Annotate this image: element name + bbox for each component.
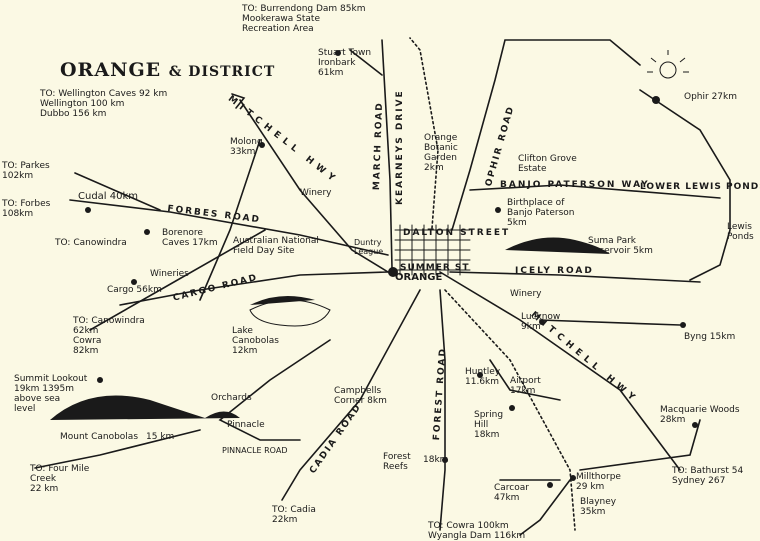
cowra-road	[519, 479, 571, 536]
label-mount-canobolas: Mount Canobolas	[60, 432, 139, 442]
label-cudal: Cudal 40km	[78, 191, 139, 202]
town-grid	[394, 224, 471, 276]
label-pinnacle-road: PINNACLE ROAD	[222, 446, 288, 455]
place-dots	[85, 50, 698, 488]
parkes-road	[74, 172, 161, 211]
suma-park-hills	[505, 237, 610, 254]
road-label-banjo-paterson: BANJO PATERSON WAY	[500, 180, 650, 190]
mitchell-hwy-nw-arrow	[231, 93, 246, 109]
label-ophir: Ophir 27km	[684, 92, 737, 102]
icely-road	[449, 271, 701, 283]
label-byng: Byng 15km	[684, 332, 736, 342]
ophir-sun	[647, 50, 689, 79]
road-label-dalton: DALTON STREET	[403, 228, 511, 238]
forbes-road	[69, 199, 389, 256]
molong-road	[199, 139, 261, 301]
mitchell-hwy-nw	[239, 99, 389, 273]
label-pinnacle: Pinnacle	[227, 420, 265, 430]
mount-canobolas-shape	[50, 395, 240, 420]
cargo-branch	[89, 229, 266, 331]
road-label-icely: ICELY ROAD	[515, 266, 594, 276]
lake-canobolas-shore	[249, 299, 331, 327]
bathurst-road	[579, 419, 701, 471]
railway-north	[409, 37, 439, 229]
ophir-road	[451, 39, 641, 231]
lower-lewis-ponds-road	[639, 89, 731, 281]
byng-road	[539, 319, 681, 326]
march-road	[381, 39, 393, 269]
airport-road	[489, 359, 561, 401]
pinnacle-road-line	[218, 339, 331, 441]
label-canobolas-distance: 15 km	[146, 432, 175, 442]
label-winery-east: Winery	[510, 289, 542, 299]
label-wineries-west: Wineries	[150, 269, 189, 279]
map-title: ORANGE & DISTRICT	[60, 59, 276, 81]
label-orchards: Orchards	[211, 393, 252, 403]
road-label-lower-lewis-ponds: LOWER LEWIS PONDS RD	[640, 182, 760, 192]
town-orange: ORANGE	[395, 272, 443, 283]
road-label-summer: SUMMER ST	[400, 263, 470, 273]
four-mile-road	[34, 429, 201, 469]
label-forest-reefs-distance: 18km	[423, 455, 449, 465]
label-canowindra-north: TO: Canowindra	[55, 238, 127, 248]
cadia-road	[281, 289, 421, 501]
forest-road	[439, 289, 446, 531]
label-cargo: Cargo 56km	[107, 285, 162, 295]
mitchell-hwy-se	[439, 271, 681, 471]
railway-south	[444, 289, 576, 531]
stuart-town-road	[349, 49, 383, 76]
cargo-road	[119, 271, 389, 306]
banjo-paterson-way	[469, 184, 721, 199]
label-winery-north: Winery	[300, 188, 332, 198]
road-label-kearneys: KEARNEYS DRIVE	[395, 89, 405, 205]
